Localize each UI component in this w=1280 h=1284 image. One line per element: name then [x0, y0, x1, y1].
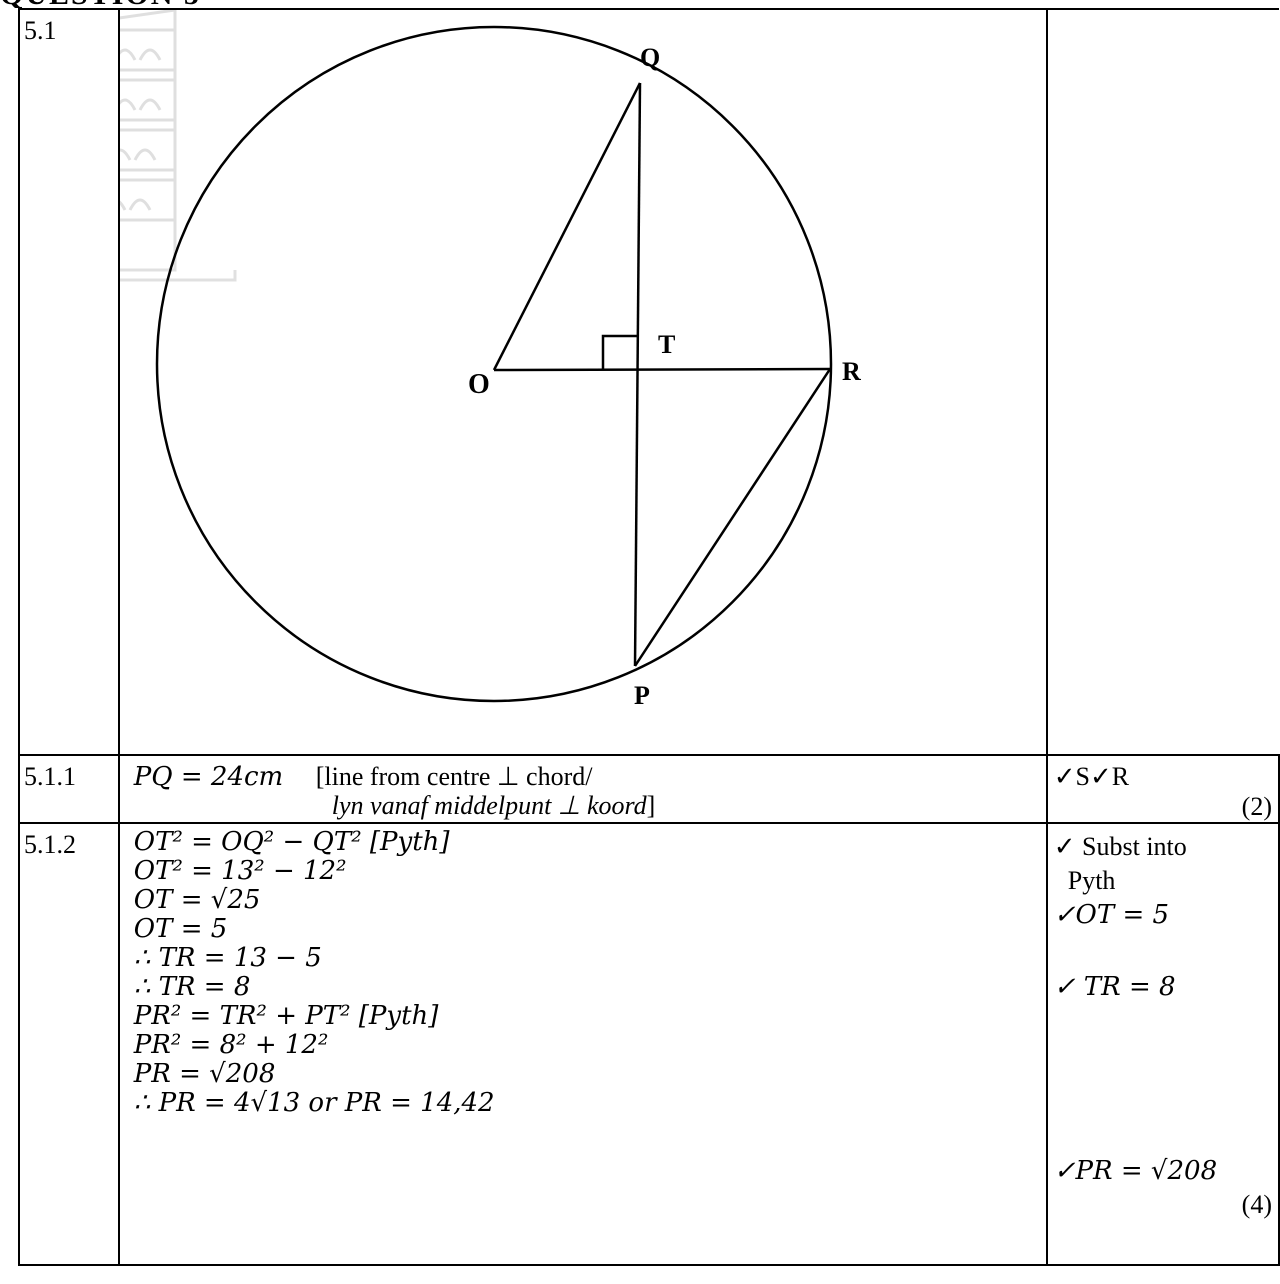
radius-oq — [492, 82, 641, 371]
working-line: lyn vanaf middelpunt ⊥ koord] — [134, 791, 1046, 820]
question-number: 5.1 — [24, 16, 57, 45]
label-r: R — [842, 357, 861, 386]
right-angle-marker — [601, 334, 637, 370]
label-q: Q — [640, 43, 660, 72]
label-p: P — [634, 681, 650, 710]
question-row: 5.1 — [18, 8, 1279, 756]
mark-pr: ✓PR = √208 — [1053, 1156, 1218, 1186]
radius-or — [493, 367, 830, 372]
reason-bracket: ] — [646, 791, 656, 820]
answer-number: 5.1.1 — [24, 762, 76, 791]
answer-number-cell: 5.1.2 — [18, 822, 120, 1266]
pq-value: PQ = 24cm — [133, 762, 284, 792]
marks-cell: ✓ Subst into Pyth ✓OT = 5 ✓ TR = 8 ✓PR =… — [1045, 822, 1280, 1266]
answer-row-5-1-2: 5.1.2 OT² = OQ² − QT² [Pyth] OT² = 13² −… — [18, 822, 1280, 1266]
page-header-strip: QUESTION 5 — [0, 0, 860, 8]
answer-working-cell: OT² = OQ² − QT² [Pyth] OT² = 13² − 12² O… — [117, 822, 1048, 1266]
marks-ticks: ✓S✓R — [1053, 762, 1130, 791]
reason-afrikaans: lyn vanaf middelpunt ⊥ koord — [331, 791, 647, 820]
working-line: ∴ TR = 8 — [133, 972, 251, 1002]
marks-cell: ✓S✓R (2) — [1045, 754, 1280, 824]
chord-qp — [633, 82, 642, 667]
label-t: T — [658, 330, 675, 359]
label-o: O — [468, 369, 490, 400]
working-line: ∴ TR = 13 − 5 — [133, 943, 322, 973]
working-line: PR = √208 — [133, 1059, 276, 1089]
answer-working-cell: PQ = 24cm [line from centre ⊥ chord/ lyn… — [117, 754, 1048, 824]
reason-text: [line from centre ⊥ chord/ — [315, 762, 593, 791]
marks-total: (4) — [1241, 1190, 1272, 1219]
circle-geometry-diagram: O Q R P T — [119, 10, 861, 710]
working-line: OT² = 13² − 12² — [133, 856, 347, 886]
question-marks-cell — [1045, 8, 1279, 756]
mark-ot: ✓OT = 5 — [1053, 900, 1170, 930]
watermark-tower-logo — [119, 10, 237, 282]
working-line: PR² = 8² + 12² — [133, 1030, 329, 1060]
working-line: OT² = OQ² − QT² [Pyth] — [133, 827, 450, 857]
answer-number: 5.1.2 — [24, 830, 76, 859]
answer-number-cell: 5.1.1 — [18, 754, 120, 824]
memo-table: 5.1 — [18, 8, 1280, 1266]
circle — [155, 25, 833, 703]
question-number-cell: 5.1 — [18, 8, 120, 756]
mark-subst-cont: Pyth — [1067, 866, 1116, 895]
working-line: ∴ PR = 4√13 or PR = 14,42 — [133, 1088, 495, 1118]
answer-row-5-1-1: 5.1.1 PQ = 24cm [line from centre ⊥ chor… — [18, 754, 1280, 824]
mark-subst: ✓ Subst into — [1053, 832, 1187, 861]
working-line: OT = 5 — [133, 914, 228, 944]
working-line: PR² = TR² + PT² [Pyth] — [133, 1001, 439, 1031]
chord-rp — [633, 368, 831, 667]
marks-total: (2) — [1241, 792, 1272, 821]
diagram-cell: O Q R P T — [117, 8, 1048, 756]
mark-tr: ✓ TR = 8 — [1053, 972, 1176, 1002]
working-line: OT = √25 — [133, 885, 261, 915]
working-line: PQ = 24cm [line from centre ⊥ chord/ — [133, 762, 1046, 792]
